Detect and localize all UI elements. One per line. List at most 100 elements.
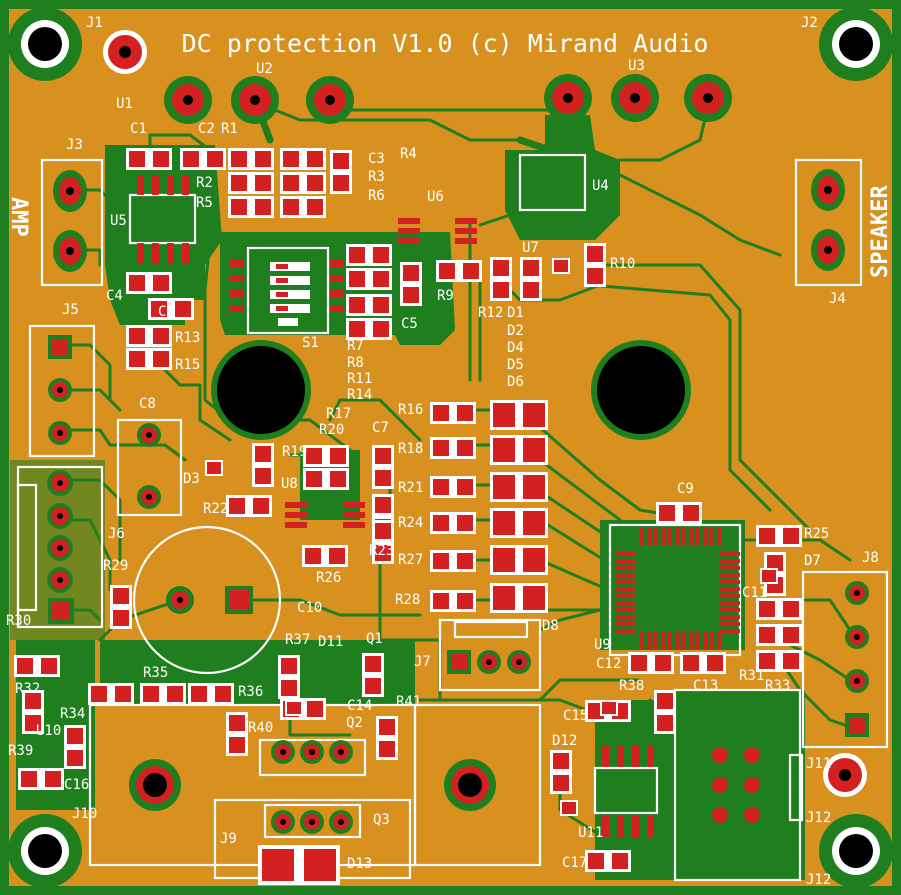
ref-label: C8 (139, 396, 156, 412)
ref-label: R18 (398, 441, 423, 457)
ref-label: R41 (396, 694, 421, 710)
ref-label: R35 (143, 665, 168, 681)
ref-label: R23 (369, 543, 394, 559)
ref-label: J1 (86, 15, 103, 31)
ref-label: Q2 (346, 715, 363, 731)
ref-label: J2 (801, 15, 818, 31)
ref-label: D12 (552, 733, 577, 749)
ref-label: S1 (302, 335, 319, 351)
ref-label: R2 (196, 175, 213, 191)
smd-pads (14, 148, 802, 872)
ref-label: R36 (238, 684, 263, 700)
ref-label: R13 (175, 330, 200, 346)
ref-label: U1 (116, 96, 133, 112)
ref-label: J5 (62, 302, 79, 318)
mounting-holes (8, 7, 893, 888)
ref-label: R11 (347, 371, 372, 387)
ref-label: R5 (196, 195, 213, 211)
ref-label: R22 (203, 501, 228, 517)
ref-label: R26 (316, 570, 341, 586)
ref-label: J3 (66, 137, 83, 153)
ref-label: D2 (507, 323, 524, 339)
ref-label: R38 (619, 678, 644, 694)
ref-label: J10 (72, 806, 97, 822)
through-hole-pads (47, 30, 869, 834)
ref-label: U7 (522, 240, 539, 256)
ref-label: D13 (347, 856, 372, 872)
ref-label: U9 (594, 637, 611, 653)
copper-pours (10, 115, 805, 880)
ref-label: D8 (542, 618, 559, 634)
ref-label: C4 (106, 288, 123, 304)
ref-label: R32 (15, 681, 40, 697)
ref-label: R16 (398, 402, 423, 418)
ref-label: J9 (220, 831, 237, 847)
ref-label: R4 (400, 146, 417, 162)
ref-label: U6 (427, 189, 444, 205)
side-label-amp: AMP (6, 197, 31, 237)
ref-label: U3 (628, 58, 645, 74)
ref-label: D3 (183, 471, 200, 487)
ref-label: R39 (8, 743, 33, 759)
ref-label: D11 (318, 634, 343, 650)
board-title: DC protection V1.0 (c) Mirand Audio (182, 29, 709, 58)
ref-label: U10 (36, 723, 61, 739)
ref-label: D4 (507, 340, 524, 356)
ref-label: R31 (739, 668, 764, 684)
ref-label: Q3 (373, 812, 390, 828)
ref-label: C15 (563, 708, 588, 724)
ref-label: J6 (108, 526, 125, 542)
ref-label: R9 (437, 288, 454, 304)
ref-label: C12 (596, 656, 621, 672)
ref-label: C7 (372, 420, 389, 436)
ref-label: R8 (347, 355, 364, 371)
ref-label: R27 (398, 552, 423, 568)
ref-label: R1 (221, 121, 238, 137)
ref-label: R34 (60, 706, 85, 722)
ref-label: C6 (158, 304, 175, 320)
ref-label: D1 (507, 305, 524, 321)
ref-label: C1 (130, 121, 147, 137)
silkscreen (16, 153, 889, 882)
ref-label: C10 (297, 600, 322, 616)
ref-label: R12 (478, 305, 503, 321)
ref-label: D6 (507, 374, 524, 390)
ref-label: U4 (592, 178, 609, 194)
ref-label: R28 (395, 592, 420, 608)
ref-label: J12 (806, 810, 831, 826)
ref-label: R40 (248, 720, 273, 736)
ref-label: J7 (414, 654, 431, 670)
dip-switch (270, 262, 310, 326)
ref-label: R33 (765, 678, 790, 694)
ref-label: R6 (368, 188, 385, 204)
ref-label: C11 (742, 585, 767, 601)
ref-label: R14 (347, 387, 372, 403)
ref-label: R25 (804, 526, 829, 542)
ref-label: C14 (347, 698, 372, 714)
ref-label: R19 (282, 444, 307, 460)
ref-label: J12 (806, 872, 831, 888)
ref-label: R29 (103, 558, 128, 574)
side-label-speaker: SPEAKER (868, 185, 893, 278)
ref-label: C13 (693, 678, 718, 694)
ref-label: R10 (610, 256, 635, 272)
ref-label: U11 (578, 825, 603, 841)
ref-label: C2 (198, 121, 215, 137)
ref-label: C16 (64, 777, 89, 793)
ref-label: R21 (398, 480, 423, 496)
ref-label: C9 (677, 481, 694, 497)
ref-label: R30 (6, 613, 31, 629)
d13-pads (258, 845, 340, 885)
ref-label: R20 (319, 422, 344, 438)
ref-label: U5 (110, 213, 127, 229)
ref-label: R17 (326, 406, 351, 422)
ref-label: C3 (368, 151, 385, 167)
ref-label: R15 (175, 357, 200, 373)
ref-label: D5 (507, 357, 524, 373)
ref-label: J4 (829, 291, 846, 307)
ref-label: R7 (347, 338, 364, 354)
ref-label: U2 (256, 61, 273, 77)
ref-label: U8 (281, 476, 298, 492)
